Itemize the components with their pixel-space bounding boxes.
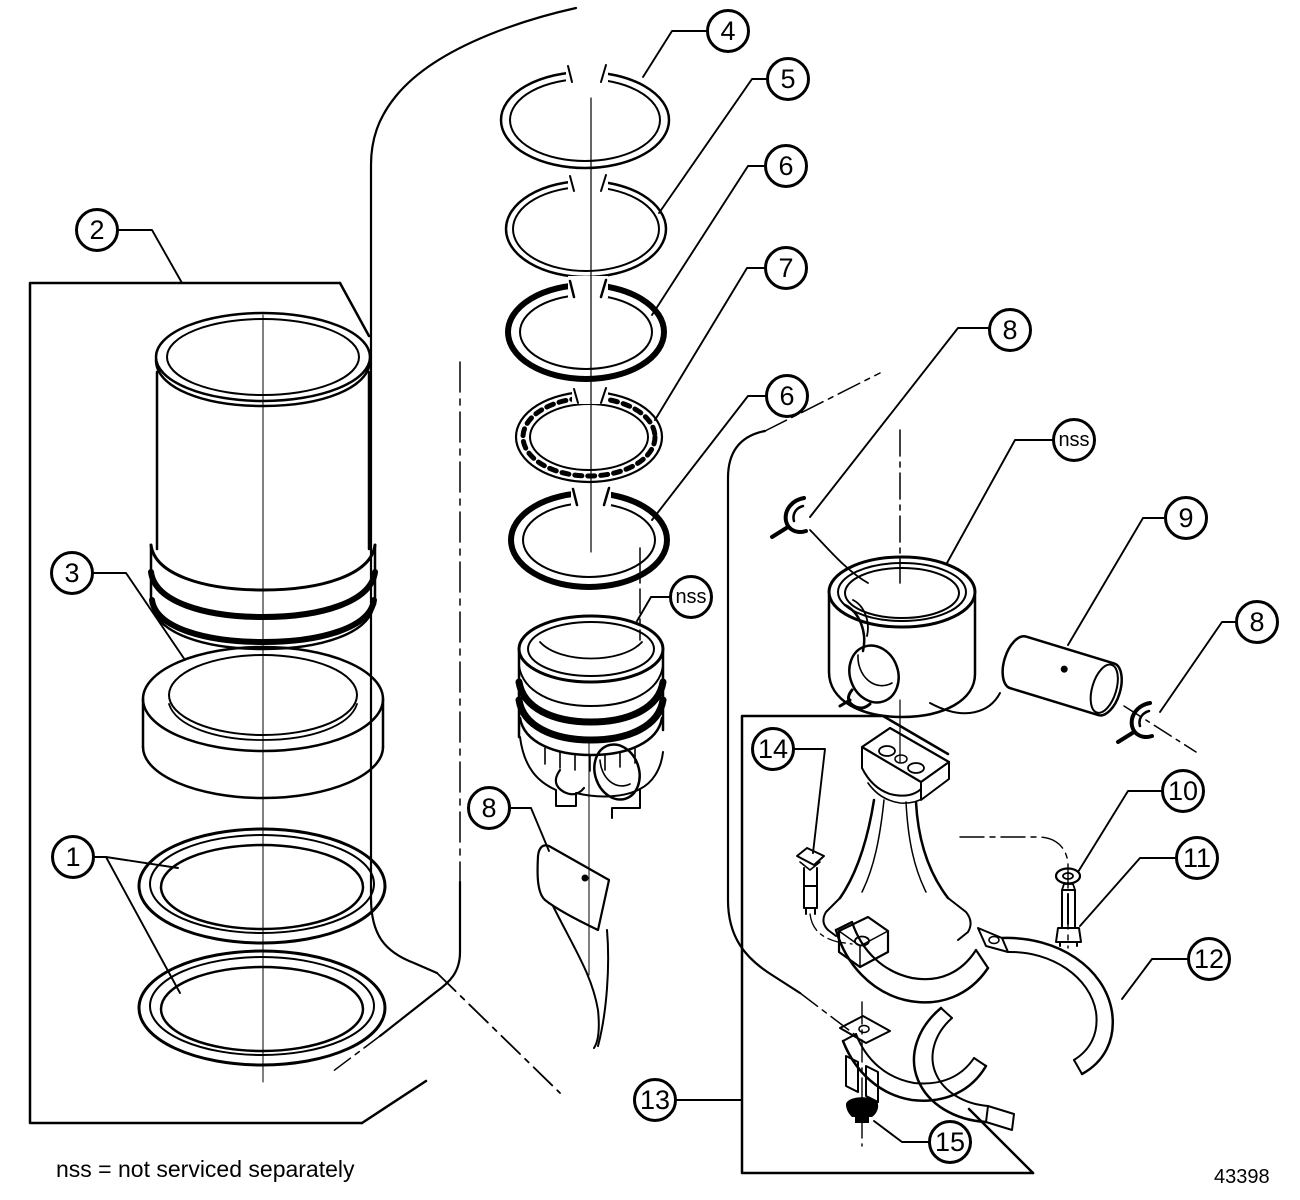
rod-bolt-14 (796, 847, 853, 945)
callout-bubble-nss: nss (1052, 418, 1096, 462)
piston-ring-keystone-lower (508, 484, 670, 590)
bearing-shell-left (536, 741, 611, 1049)
rod-kit-box (740, 714, 1035, 1175)
oil-control-ring (514, 384, 664, 484)
callout-bubble-15: 15 (928, 1120, 972, 1164)
o-ring-lower (137, 949, 387, 1067)
callout-bubble-8: 8 (988, 308, 1032, 352)
callout-bubble-6: 6 (765, 374, 809, 418)
rod-nut-15 (846, 1097, 879, 1123)
retaining-ring-right (1116, 701, 1154, 744)
callout-bubble-10: 10 (1161, 769, 1205, 813)
callout-bubble-8: 8 (467, 786, 511, 830)
legend-text: nss = not serviced separately (56, 1156, 355, 1182)
callout-bubble-7: 7 (764, 246, 808, 290)
cylinder-liner (148, 311, 378, 1083)
bolt-axis (959, 836, 1069, 949)
liner-kit-box (28, 281, 428, 1125)
callout-bubble-1: 1 (51, 835, 95, 879)
bearing-shells-12 (912, 927, 1114, 1131)
piston-ring-keystone-upper (505, 276, 667, 382)
leader-lines (93, 30, 1236, 1143)
piston-assembly-nss (515, 614, 667, 819)
callout-bubble-14: 14 (751, 727, 795, 771)
callout-bubble-13: 13 (633, 1078, 677, 1122)
callout-bubble-6: 6 (764, 144, 808, 188)
figure-number: 43398 (1214, 1166, 1270, 1188)
connecting-rod (822, 726, 990, 1004)
o-ring-upper (137, 827, 387, 945)
crevice-seal-ring (141, 645, 385, 800)
callout-bubble-8: 8 (1235, 600, 1279, 644)
callout-bubble-4: 4 (706, 9, 750, 53)
piston-ring-top (499, 62, 671, 170)
piston-inverted (827, 429, 1001, 763)
piston-ring-second (504, 172, 668, 279)
callout-bubble-nss: nss (669, 575, 713, 619)
callout-bubble-12: 12 (1187, 937, 1231, 981)
break-lines (331, 6, 881, 1094)
callout-bubble-11: 11 (1175, 836, 1219, 880)
pin-axis-tail (1123, 705, 1197, 753)
callout-bubble-5: 5 (766, 57, 810, 101)
callout-bubble-3: 3 (50, 551, 94, 595)
rod-bolt-11 (1055, 883, 1082, 947)
callout-bubble-9: 9 (1164, 496, 1208, 540)
retaining-ring-left (770, 496, 869, 584)
piston-pin (1001, 635, 1123, 717)
callout-bubble-2: 2 (75, 208, 119, 252)
